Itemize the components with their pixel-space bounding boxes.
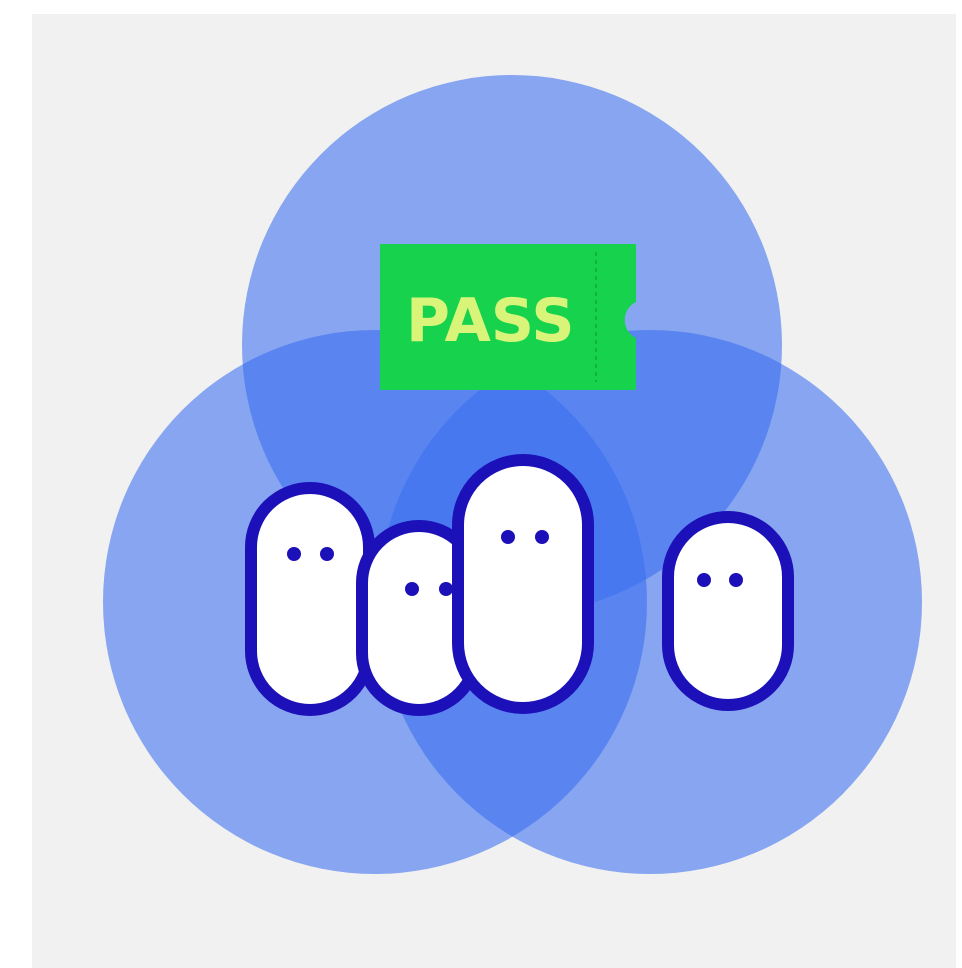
- eye-icon: [501, 530, 515, 544]
- figure-1: [245, 482, 375, 716]
- eye-icon: [729, 573, 743, 587]
- ticket-label: PASS: [406, 286, 575, 356]
- eye-icon: [320, 547, 334, 561]
- eye-icon: [439, 582, 453, 596]
- eye-icon: [405, 582, 419, 596]
- ticket-icon: [380, 244, 636, 390]
- pass-ticket: PASS: [380, 244, 636, 390]
- figure-4: [662, 511, 794, 711]
- figure-3: [452, 454, 594, 714]
- eye-icon: [535, 530, 549, 544]
- eye-icon: [287, 547, 301, 561]
- eye-icon: [697, 573, 711, 587]
- people-icon: [245, 454, 794, 716]
- figure-2: [356, 520, 482, 716]
